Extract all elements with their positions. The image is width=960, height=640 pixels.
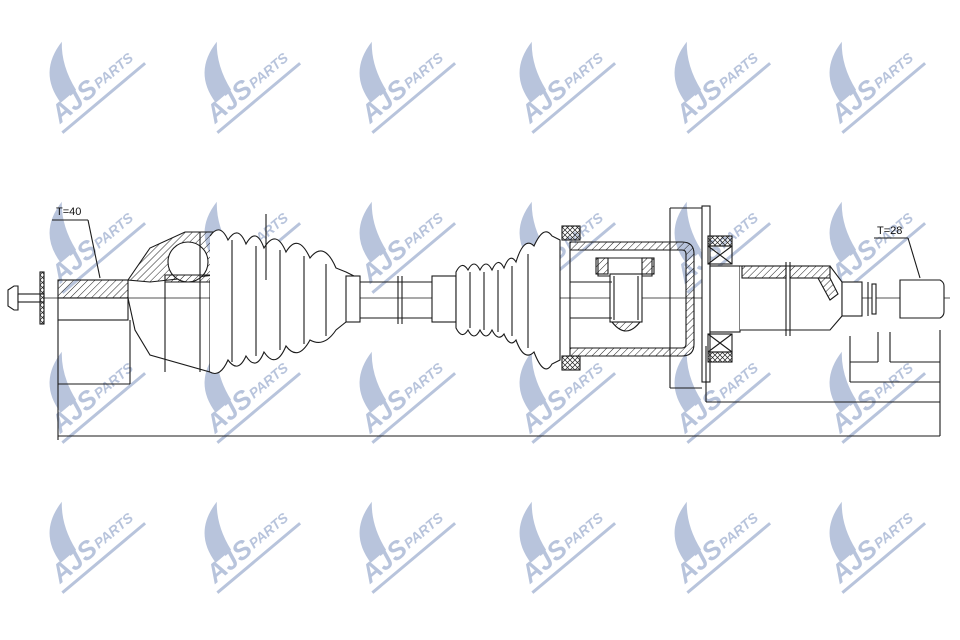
svg-text:PARTS: PARTS (400, 209, 446, 251)
svg-text:PARTS: PARTS (870, 359, 916, 401)
svg-text:PARTS: PARTS (400, 509, 446, 551)
svg-text:PARTS: PARTS (90, 509, 136, 551)
svg-text:PARTS: PARTS (245, 49, 291, 91)
thread-label-outer: T=40 (56, 206, 81, 218)
svg-text:PARTS: PARTS (400, 49, 446, 91)
svg-text:PARTS: PARTS (245, 359, 291, 401)
thread-label-inner: T=28 (877, 225, 902, 237)
svg-text:PARTS: PARTS (245, 509, 291, 551)
svg-text:PARTS: PARTS (715, 359, 761, 401)
svg-text:PARTS: PARTS (715, 49, 761, 91)
shaft-lines (7, 205, 950, 440)
svg-text:PARTS: PARTS (870, 49, 916, 91)
svg-text:PARTS: PARTS (560, 49, 606, 91)
svg-text:PARTS: PARTS (560, 509, 606, 551)
svg-text:PARTS: PARTS (90, 49, 136, 91)
svg-text:PARTS: PARTS (715, 509, 761, 551)
svg-text:PARTS: PARTS (400, 359, 446, 401)
svg-text:PARTS: PARTS (870, 509, 916, 551)
svg-text:PARTS: PARTS (90, 209, 136, 251)
